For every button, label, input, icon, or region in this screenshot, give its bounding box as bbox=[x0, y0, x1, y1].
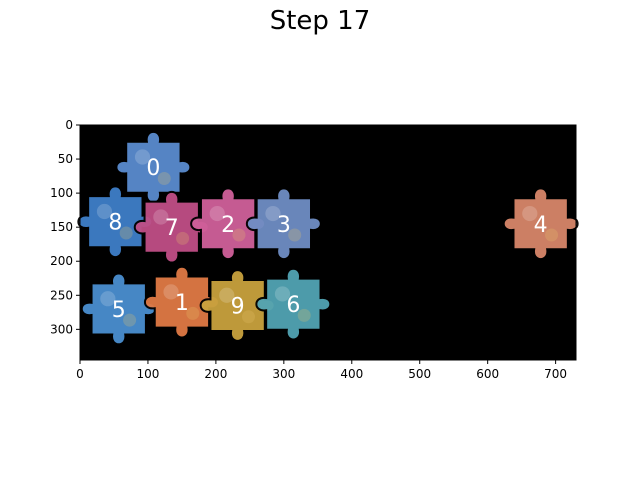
piece-highlight bbox=[232, 228, 246, 242]
puzzle-piece-9 bbox=[199, 269, 276, 342]
puzzle-piece-4 bbox=[502, 187, 579, 261]
piece-label-1: 1 bbox=[175, 291, 189, 316]
y-tick-label: 250 bbox=[50, 288, 73, 302]
x-tick-label: 400 bbox=[340, 367, 363, 381]
axes-frame bbox=[79, 124, 577, 361]
axes: 0 8 7 2 3 4 5 1 9 6 0 100 200 300 400 500 600 700 0 50 100 15… bbox=[50, 118, 579, 381]
puzzle-piece-8 bbox=[77, 185, 154, 259]
piece-label-2: 2 bbox=[221, 213, 235, 238]
x-tick-label: 700 bbox=[544, 367, 567, 381]
x-tick-label: 300 bbox=[272, 367, 295, 381]
piece-highlight bbox=[119, 226, 133, 240]
piece-label-4: 4 bbox=[534, 213, 548, 238]
y-tick-label: 0 bbox=[65, 118, 73, 132]
piece-highlight bbox=[134, 149, 151, 165]
piece-highlight bbox=[123, 313, 137, 327]
y-tick-label: 300 bbox=[50, 322, 73, 336]
piece-highlight bbox=[265, 205, 281, 222]
piece-highlight bbox=[522, 205, 538, 222]
piece-highlight bbox=[297, 308, 311, 322]
x-tick-label: 600 bbox=[476, 367, 499, 381]
piece-highlight bbox=[186, 306, 200, 320]
piece-highlight bbox=[219, 287, 235, 303]
piece-highlight bbox=[176, 231, 190, 245]
x-tick-label: 100 bbox=[136, 367, 159, 381]
piece-label-8: 8 bbox=[108, 211, 122, 236]
y-tick-label: 150 bbox=[50, 220, 73, 234]
y-tick-label: 100 bbox=[50, 186, 73, 200]
piece-label-9: 9 bbox=[231, 295, 245, 320]
piece-label-0: 0 bbox=[146, 156, 160, 181]
piece-label-5: 5 bbox=[112, 298, 126, 323]
piece-label-6: 6 bbox=[286, 293, 300, 318]
puzzle-piece-2 bbox=[190, 187, 267, 261]
piece-label-7: 7 bbox=[165, 216, 179, 241]
piece-highlight bbox=[100, 291, 116, 307]
puzzle-piece-7 bbox=[133, 190, 210, 264]
puzzle-piece-0 bbox=[115, 130, 192, 204]
piece-highlight bbox=[288, 228, 302, 242]
piece-label-3: 3 bbox=[277, 213, 291, 238]
y-tick-label: 200 bbox=[50, 254, 73, 268]
puzzle-piece-3 bbox=[245, 187, 322, 261]
piece-highlight bbox=[96, 203, 113, 220]
puzzle-piece-5 bbox=[80, 272, 157, 346]
x-tick-label: 200 bbox=[204, 367, 227, 381]
piece-highlight bbox=[153, 209, 169, 225]
x-tick-label: 500 bbox=[408, 367, 431, 381]
x-tick-label: 0 bbox=[76, 367, 84, 381]
piece-highlight bbox=[545, 228, 559, 242]
y-tick-label: 50 bbox=[58, 152, 73, 166]
figure-title: Step 17 bbox=[269, 6, 371, 36]
puzzle-piece-1 bbox=[143, 265, 220, 339]
piece-highlight bbox=[209, 205, 225, 222]
piece-highlight bbox=[163, 284, 179, 300]
piece-highlight bbox=[157, 171, 171, 185]
piece-highlight bbox=[241, 310, 256, 324]
piece-highlight bbox=[274, 286, 291, 302]
puzzle-piece-6 bbox=[255, 267, 332, 341]
